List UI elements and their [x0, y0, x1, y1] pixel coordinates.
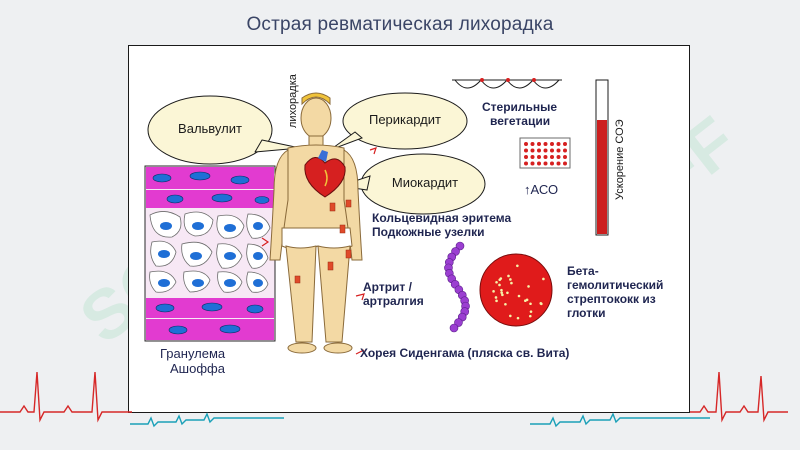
aso-well — [563, 142, 567, 146]
aso-well — [550, 155, 554, 159]
label-nodules: Подкожные узелки — [372, 225, 485, 239]
slide-title: Острая ревматическая лихорадка — [246, 14, 554, 35]
aso-well — [556, 161, 561, 166]
colony-dot — [527, 285, 530, 288]
label-sterile-vegetations-line1: Стерильные — [482, 100, 558, 114]
label-erythema: Кольцевидная эритема — [372, 211, 512, 225]
aso-well — [524, 148, 528, 153]
aso-well — [556, 155, 561, 159]
coccus — [449, 323, 459, 333]
esr-tube-illustration — [595, 79, 609, 236]
colony-dot — [494, 296, 498, 299]
colony-dot — [501, 293, 504, 297]
colony-dot — [542, 277, 545, 281]
aso-well — [537, 148, 541, 153]
label-strep-line1: Бета- — [567, 264, 599, 278]
colony-dot — [509, 314, 512, 318]
colony-dot — [492, 290, 495, 293]
colony-dot — [529, 302, 532, 306]
bubble-pericarditis — [329, 92, 468, 151]
colony-dot — [495, 299, 498, 303]
aso-well — [550, 142, 554, 146]
colony-dot — [500, 288, 503, 292]
aso-plate-illustration — [519, 137, 571, 169]
colony-dot — [507, 274, 510, 278]
colony-dot — [517, 294, 521, 298]
aso-well — [550, 148, 554, 153]
label-granuloma-line1: Гранулема — [160, 346, 226, 361]
colony-dot — [540, 302, 543, 306]
label-esr: Ускорение СОЭ — [614, 119, 626, 200]
aso-well — [543, 161, 548, 166]
label-sterile-vegetations-line2: вегетации — [490, 114, 551, 128]
aso-well — [524, 155, 528, 159]
ecg-decoration-left — [0, 371, 284, 428]
ashoff-granuloma-tissue — [144, 165, 276, 342]
aso-well — [530, 148, 535, 153]
colony-dot — [524, 299, 527, 303]
aso-well — [550, 161, 554, 166]
colony-dot — [495, 280, 498, 284]
aso-well — [530, 142, 535, 146]
aso-well — [530, 161, 535, 166]
aso-well — [524, 161, 528, 166]
label-arthritis-line2: артралгия — [363, 294, 424, 308]
aso-well — [563, 161, 567, 166]
aso-well — [543, 142, 548, 146]
aso-well — [563, 148, 567, 153]
label-strep-line3: стрептококк из — [567, 292, 656, 306]
colony-dot — [504, 302, 507, 306]
aso-well — [537, 161, 541, 166]
label-arthritis-line1: Артрит / — [363, 280, 412, 294]
label-valvulitis: Вальвулит — [178, 121, 242, 136]
label-strep-line2: гемолитический — [567, 278, 664, 292]
heart-illustration — [304, 150, 346, 198]
colony-dot — [529, 310, 533, 313]
colony-dot — [506, 291, 509, 295]
colony-dot — [498, 283, 501, 287]
aso-well — [537, 155, 541, 159]
aso-well — [563, 155, 567, 159]
aso-well — [543, 155, 548, 159]
label-pericarditis: Перикардит — [368, 112, 441, 127]
label-granuloma-line2: Ашоффа — [170, 361, 225, 376]
human-figure — [269, 92, 363, 354]
skin-lesions — [294, 199, 352, 284]
colony-dot — [528, 314, 532, 318]
label-chorea: Хорея Сиденгама (пляска св. Вита) — [360, 346, 570, 360]
colony-dot — [500, 291, 503, 294]
label-fever: лихорадка — [287, 74, 299, 128]
label-myocarditis: Миокардит — [391, 175, 459, 190]
colony-dot — [516, 316, 520, 320]
colony-dot — [499, 277, 503, 280]
streptococcus-culture-circle — [479, 253, 553, 327]
label-strep-line4: глотки — [567, 306, 606, 320]
ecg-decoration-right — [530, 371, 788, 428]
label-aso: ↑АСО — [524, 182, 559, 197]
aso-well — [530, 155, 535, 159]
colony-dot — [510, 281, 513, 285]
streptococcus-chain — [444, 241, 470, 333]
aso-well — [537, 142, 541, 146]
aso-well — [556, 148, 561, 153]
valve-cusps-illustration — [452, 78, 562, 89]
aso-well — [556, 142, 561, 146]
colony-dot — [509, 278, 512, 281]
aso-well — [524, 142, 528, 146]
aso-well — [543, 148, 548, 153]
colony-dot — [516, 264, 519, 268]
